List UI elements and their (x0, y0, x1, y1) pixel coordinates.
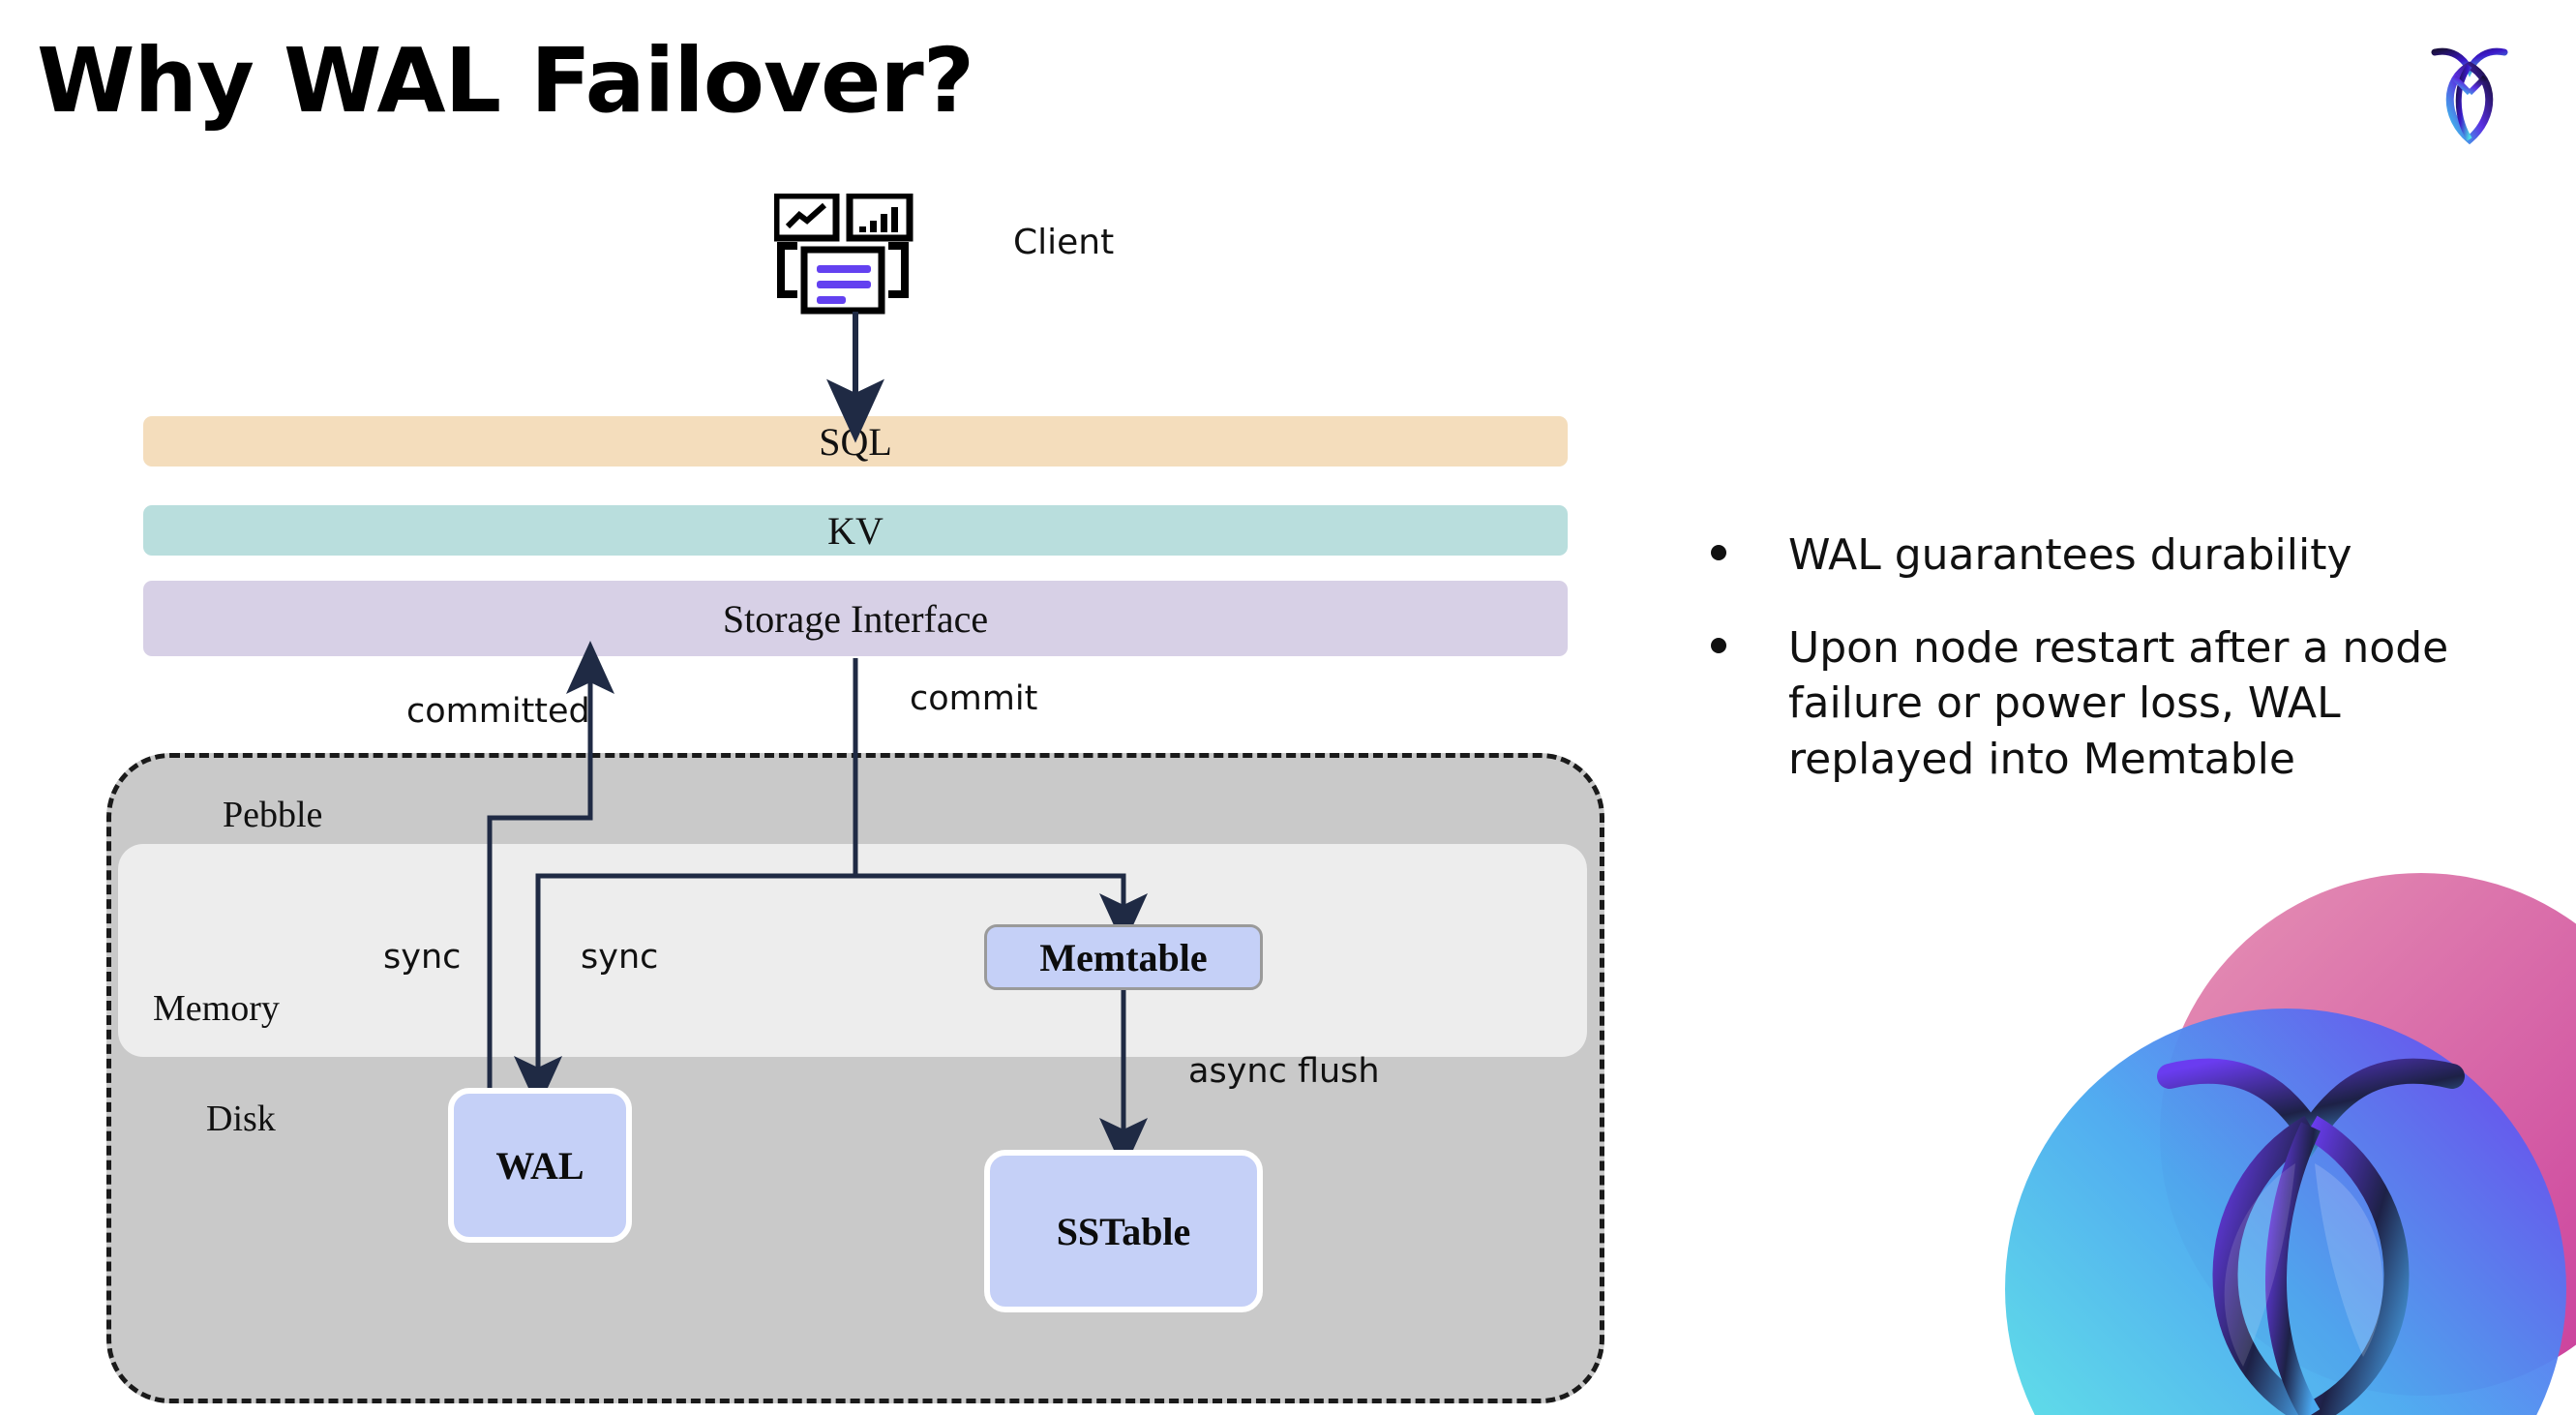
list-item: Upon node restart after a node failure o… (1703, 620, 2497, 788)
node-memtable-label: Memtable (1039, 935, 1208, 979)
client-monitor-icon (772, 192, 929, 315)
page-title: Why WAL Failover? (37, 29, 974, 133)
decorative-corner-graphic (1879, 873, 2576, 1415)
edge-label-commit: commit (910, 679, 1038, 718)
bullet-dot-icon (1711, 637, 1726, 653)
pebble-label: Pebble (223, 795, 323, 835)
disk-label: Disk (206, 1099, 276, 1139)
node-wal-label: WAL (495, 1143, 584, 1188)
layer-bar-kv: KV (143, 505, 1568, 556)
edge-label-committed: committed (406, 692, 590, 731)
bullet-text: WAL guarantees durability (1788, 530, 2352, 580)
layer-bar-kv-label: KV (827, 508, 884, 553)
node-memtable: Memtable (984, 924, 1263, 990)
node-sstable: SSTable (984, 1150, 1263, 1312)
bullet-list: WAL guarantees durability Upon node rest… (1703, 527, 2497, 825)
node-wal: WAL (448, 1088, 632, 1243)
edge-label-sync-right: sync (581, 938, 659, 977)
list-item: WAL guarantees durability (1703, 527, 2497, 584)
layer-bar-storage-label: Storage Interface (722, 596, 989, 641)
layer-bar-storage-interface: Storage Interface (143, 581, 1568, 656)
bullet-text: Upon node restart after a node failure o… (1788, 622, 2449, 784)
edge-label-sync-left: sync (383, 938, 462, 977)
layer-bar-sql-label: SQL (819, 419, 892, 464)
layer-bar-sql: SQL (143, 416, 1568, 467)
client-label: Client (1013, 223, 1115, 262)
memory-panel (118, 844, 1587, 1057)
edge-label-async-flush: async flush (1188, 1052, 1380, 1091)
node-sstable-label: SSTable (1056, 1209, 1191, 1253)
memory-label: Memory (153, 988, 280, 1029)
bullet-dot-icon (1711, 545, 1726, 560)
cockroachdb-logo-icon (2411, 31, 2528, 147)
